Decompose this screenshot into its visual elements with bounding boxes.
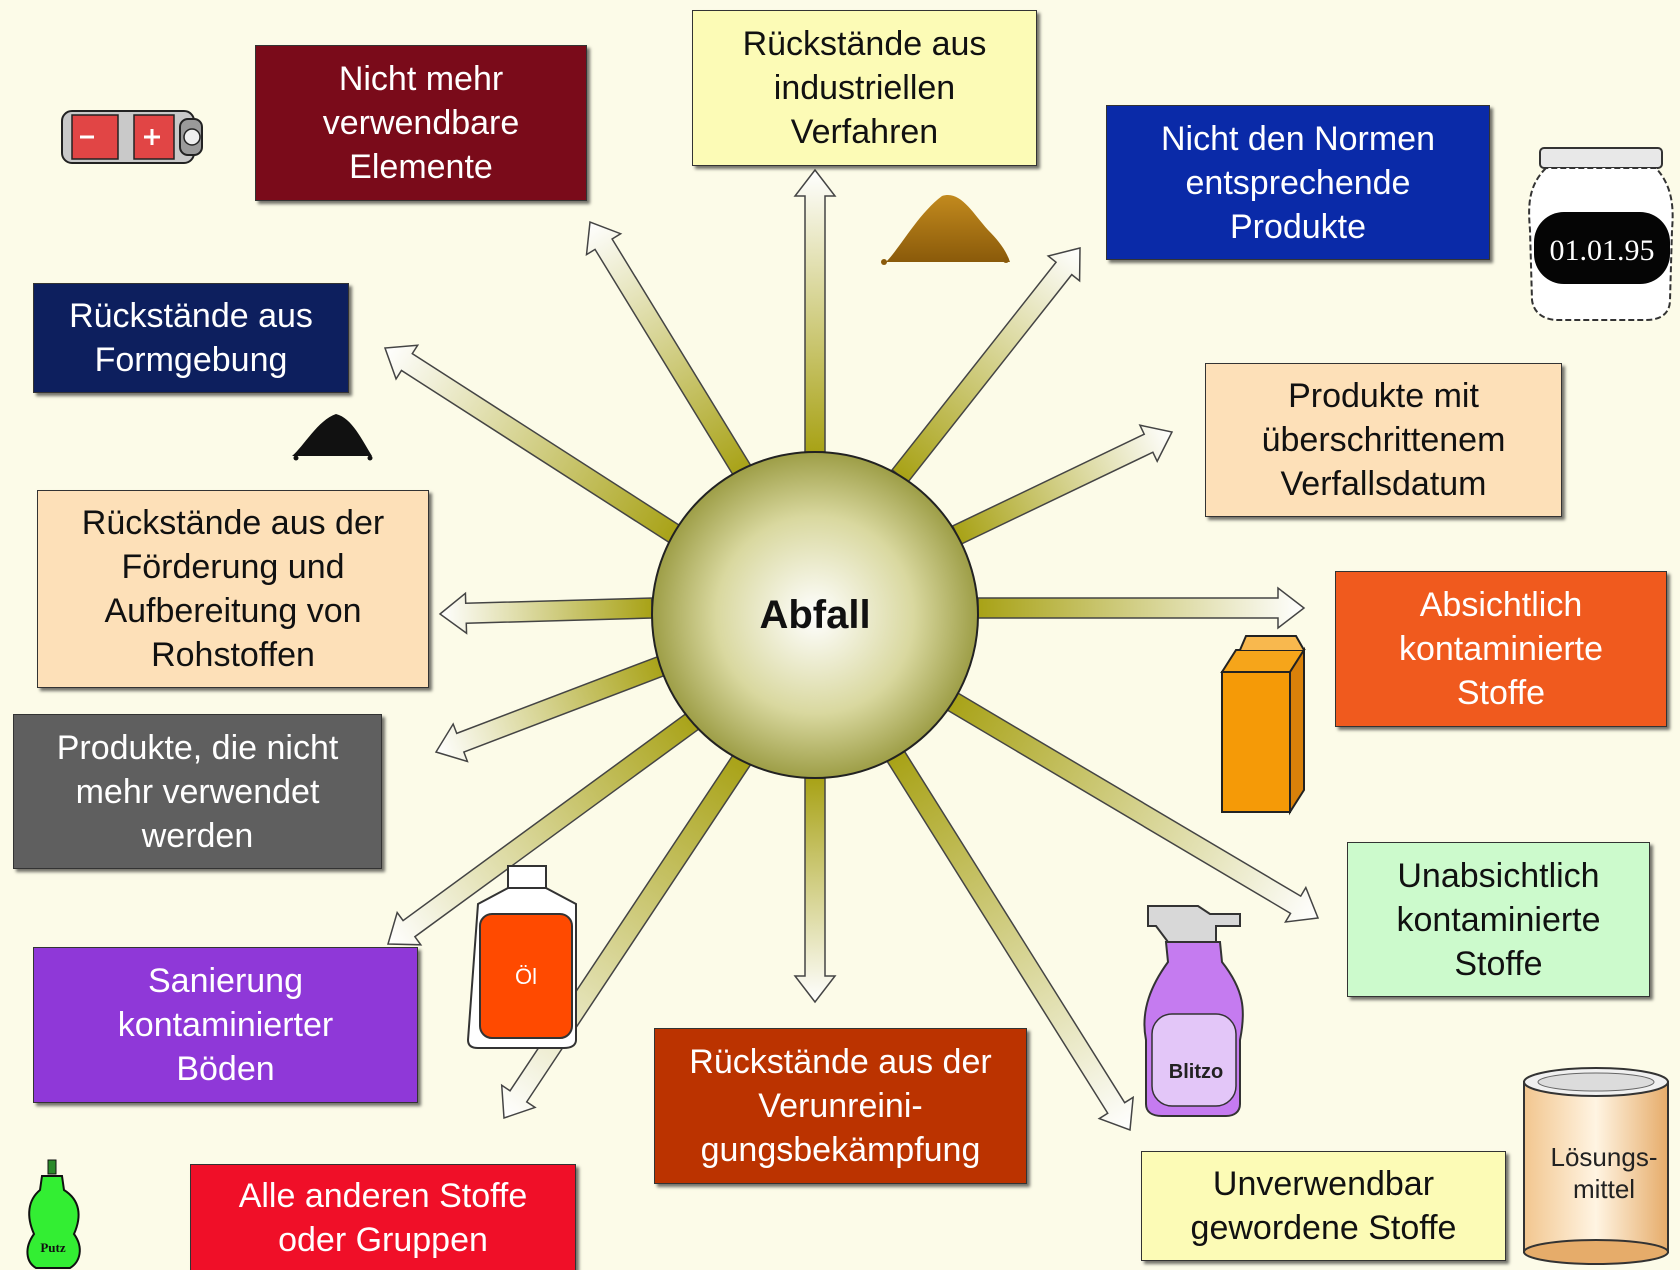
- box-rueckstaende-industrielle-verfahren: Rückstände aus industriellen Verfahren: [692, 10, 1037, 166]
- center-circle: Abfall: [651, 451, 979, 779]
- arrow-rueckstaende-foerderung-rohstoffe: [438, 591, 654, 635]
- can-label-line2: mittel: [1573, 1174, 1635, 1204]
- center-label: Abfall: [759, 593, 870, 637]
- box-unverwendbare-stoffe: Unverwendbar gewordene Stoffe: [1141, 1151, 1506, 1261]
- arrow-nicht-mehr-verwendete-produkte: [434, 654, 669, 763]
- spray-bottle-icon: Blitzo: [1143, 905, 1244, 1117]
- arrow-unabsichtlich-kontaminierte-stoffe: [943, 690, 1320, 923]
- box-rueckstaende-formgebung: Rückstände aus Formgebung: [33, 283, 349, 393]
- oil-bottle-icon: Öl: [466, 865, 577, 1049]
- battery-icon: [61, 110, 203, 164]
- arrow-rueckstaende-verunreinigungsbekaempfung: [793, 777, 837, 1004]
- jar-date-label: 01.01.95: [1550, 234, 1655, 267]
- box-unabsichtlich-kontaminierte-stoffe: Unabsichtlich kontaminierte Stoffe: [1347, 842, 1650, 997]
- arrow-nicht-normgerechte-produkte: [891, 247, 1081, 484]
- putz-label: Putz: [40, 1240, 66, 1255]
- black-powder-pile-icon: [292, 414, 373, 461]
- arrow-produkte-verfallsdatum: [951, 424, 1174, 546]
- arrow-rueckstaende-industrielle-verfahren: [793, 168, 837, 453]
- arrow-rueckstaende-formgebung: [383, 344, 683, 545]
- box-andere-stoffe: Alle anderen Stoffe oder Gruppen: [190, 1164, 576, 1270]
- arrow-sanierung-boeden: [387, 708, 704, 946]
- box-nicht-normgerechte-produkte: Nicht den Normen entsprechende Produkte: [1106, 105, 1490, 260]
- box-rueckstaende-verunreinigungsbekaempfung: Rückstände aus der Verunreini- gungsbekä…: [654, 1028, 1027, 1184]
- can-label-line1: Lösungs-: [1551, 1142, 1658, 1172]
- arrow-unverwendbare-stoffe: [885, 748, 1135, 1132]
- carton-icon: [1220, 635, 1306, 816]
- box-absichtlich-kontaminierte-stoffe: Absichtlich kontaminierte Stoffe: [1335, 571, 1667, 727]
- box-sanierung-boeden: Sanierung kontaminierter Böden: [33, 947, 418, 1103]
- solvent-can-icon: Lösungs- mittel: [1523, 1067, 1669, 1265]
- arrow-absichtlich-kontaminierte-stoffe: [977, 586, 1306, 630]
- jar-icon: 01.01.95: [1528, 147, 1674, 321]
- box-produkte-verfallsdatum: Produkte mit überschrittenem Verfallsdat…: [1205, 363, 1562, 517]
- oil-label: Öl: [515, 964, 537, 989]
- arrows-layer: [383, 168, 1320, 1132]
- box-nicht-mehr-verwendete-produkte: Produkte, die nicht mehr verwendet werde…: [13, 714, 382, 869]
- cleaner-bottle-icon: Putz: [26, 1159, 81, 1269]
- box-rueckstaende-foerderung-rohstoffe: Rückstände aus der Förderung und Aufbere…: [37, 490, 429, 688]
- box-nicht-mehr-verwendbare-elemente: Nicht mehr verwendbare Elemente: [255, 45, 587, 201]
- arrow-nicht-mehr-verwendbare-elemente: [585, 220, 753, 479]
- brown-powder-pile-icon: [881, 194, 1010, 265]
- spray-label: Blitzo: [1169, 1061, 1223, 1083]
